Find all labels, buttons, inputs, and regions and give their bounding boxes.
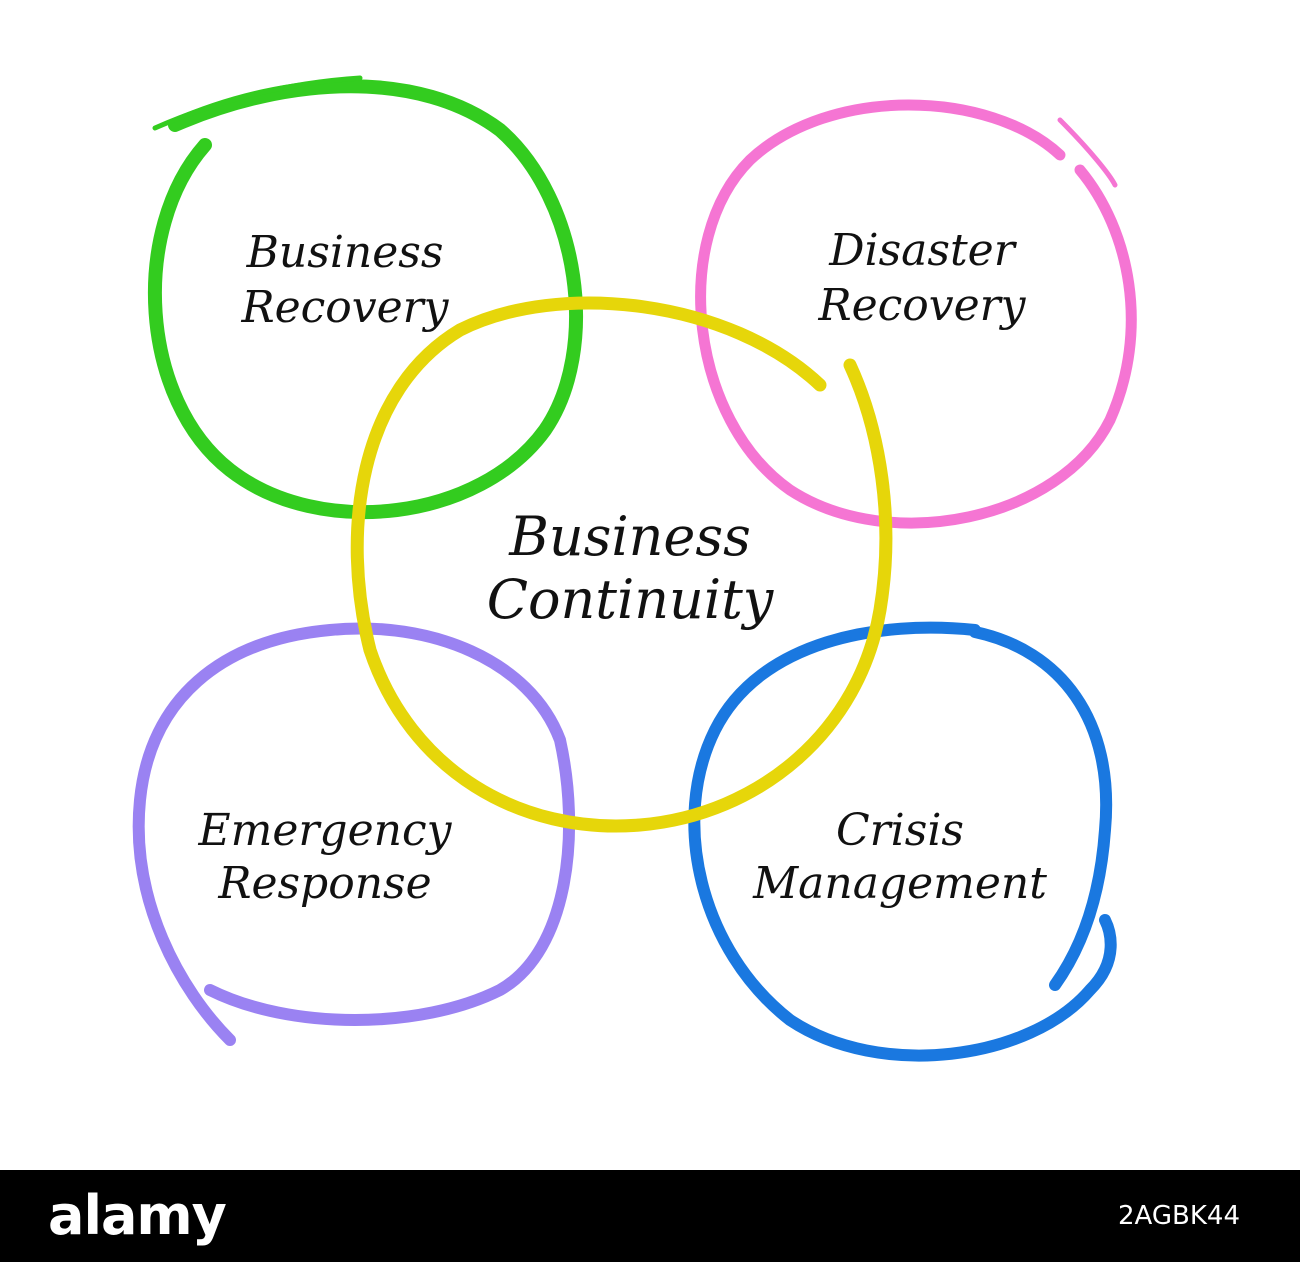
ring-emergency-response	[132, 622, 576, 1046]
label-line2-crisis-management: Management	[752, 858, 1047, 909]
ring-tail-business-recovery	[152, 75, 363, 131]
ring-crisis-management	[688, 621, 1117, 1062]
label-line1-business-continuity: Business	[508, 505, 751, 568]
label-line1-business-recovery: Business	[246, 227, 444, 278]
ring-arc-crisis-management	[969, 626, 1113, 991]
ring-business-recovery	[147, 79, 583, 520]
footer-bar: alamy 2AGBK44	[0, 1170, 1300, 1262]
label-line2-business-recovery: Recovery	[240, 282, 449, 333]
diagram-canvas: Business Recovery Disaster Recovery Emer…	[132, 75, 1137, 1062]
label-line2-business-continuity: Continuity	[487, 568, 775, 631]
ring-business-continuity	[350, 296, 893, 833]
node-business-continuity: Business Continuity	[350, 296, 893, 833]
node-emergency-response: Emergency Response	[132, 622, 576, 1046]
node-business-recovery: Business Recovery	[147, 75, 583, 520]
circle-diagram: Business Recovery Disaster Recovery Emer…	[132, 75, 1137, 1062]
label-line1-disaster-recovery: Disaster	[828, 225, 1017, 276]
label-line1-crisis-management: Crisis	[836, 805, 964, 856]
brand-logo: alamy	[48, 1184, 227, 1247]
node-disaster-recovery: Disaster Recovery	[695, 99, 1137, 529]
label-line2-disaster-recovery: Recovery	[817, 280, 1026, 331]
image-id-label: 2AGBK44	[1118, 1201, 1240, 1231]
node-crisis-management: Crisis Management	[688, 621, 1117, 1062]
label-line1-emergency-response: Emergency	[198, 805, 453, 856]
label-line2-emergency-response: Response	[217, 858, 431, 909]
ring-disaster-recovery	[695, 99, 1137, 529]
ring-tail-disaster-recovery	[1057, 117, 1118, 188]
